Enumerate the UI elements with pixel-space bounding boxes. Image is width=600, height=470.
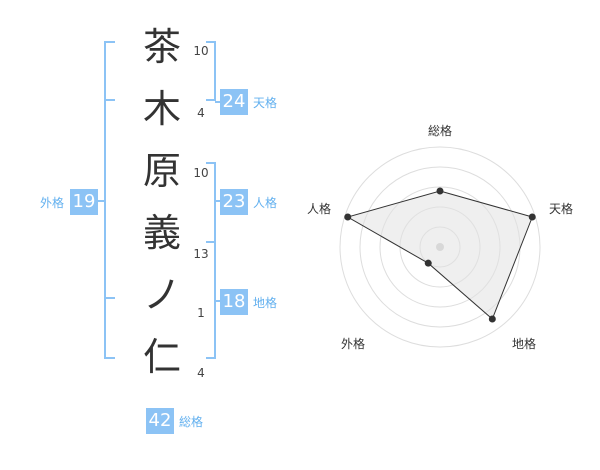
stroke-count-6: 4 bbox=[197, 366, 205, 380]
tenkaku-label: 天格 bbox=[253, 96, 278, 110]
name-characters: 茶 木 原 義 ノ 仁 bbox=[138, 16, 186, 388]
stroke-count-3: 10 bbox=[193, 166, 209, 180]
radar-axis-label-gaikaku: 外格 bbox=[340, 337, 365, 351]
name-char-4: 義 bbox=[142, 211, 181, 255]
jinkaku-badge: 23 bbox=[220, 189, 248, 215]
radar-axis-label-chikaku: 地格 bbox=[511, 337, 536, 351]
name-char-5: ノ bbox=[142, 273, 181, 317]
stroke-count-2: 4 bbox=[197, 106, 205, 120]
soukaku-badge: 42 bbox=[146, 408, 174, 434]
stroke-count-5: 1 bbox=[197, 306, 205, 320]
gaikaku-label: 外格 bbox=[40, 196, 65, 210]
radar-series-polygon bbox=[346, 190, 533, 320]
radar-point-3 bbox=[488, 315, 496, 323]
stroke-count-4: 13 bbox=[193, 247, 209, 261]
name-char-3: 原 bbox=[142, 149, 181, 193]
radar-axis-label-soukaku: 総格 bbox=[427, 124, 452, 138]
gaikaku-badge: 19 bbox=[70, 189, 98, 215]
chikaku-label: 地格 bbox=[253, 296, 278, 310]
radar-axis-label-tenkaku: 天格 bbox=[548, 202, 573, 216]
name-char-2: 木 bbox=[142, 87, 181, 131]
radar-point-2 bbox=[528, 213, 536, 221]
radar-point-5 bbox=[344, 213, 352, 221]
tenkaku-badge: 24 bbox=[220, 89, 248, 115]
chikaku-badge: 18 bbox=[220, 289, 248, 315]
name-char-6: 仁 bbox=[142, 335, 181, 379]
radar-axis-label-jinkaku: 人格 bbox=[306, 202, 331, 216]
jinkaku-label: 人格 bbox=[253, 196, 278, 210]
stroke-count-1: 10 bbox=[193, 44, 209, 58]
name-char-1: 茶 bbox=[142, 25, 181, 69]
radar-grid-ring bbox=[339, 146, 541, 348]
tenkaku-bracket bbox=[206, 41, 216, 101]
radar-point-1 bbox=[436, 187, 444, 195]
soukaku-label: 総格 bbox=[179, 415, 204, 429]
radar-point-4 bbox=[424, 259, 432, 267]
